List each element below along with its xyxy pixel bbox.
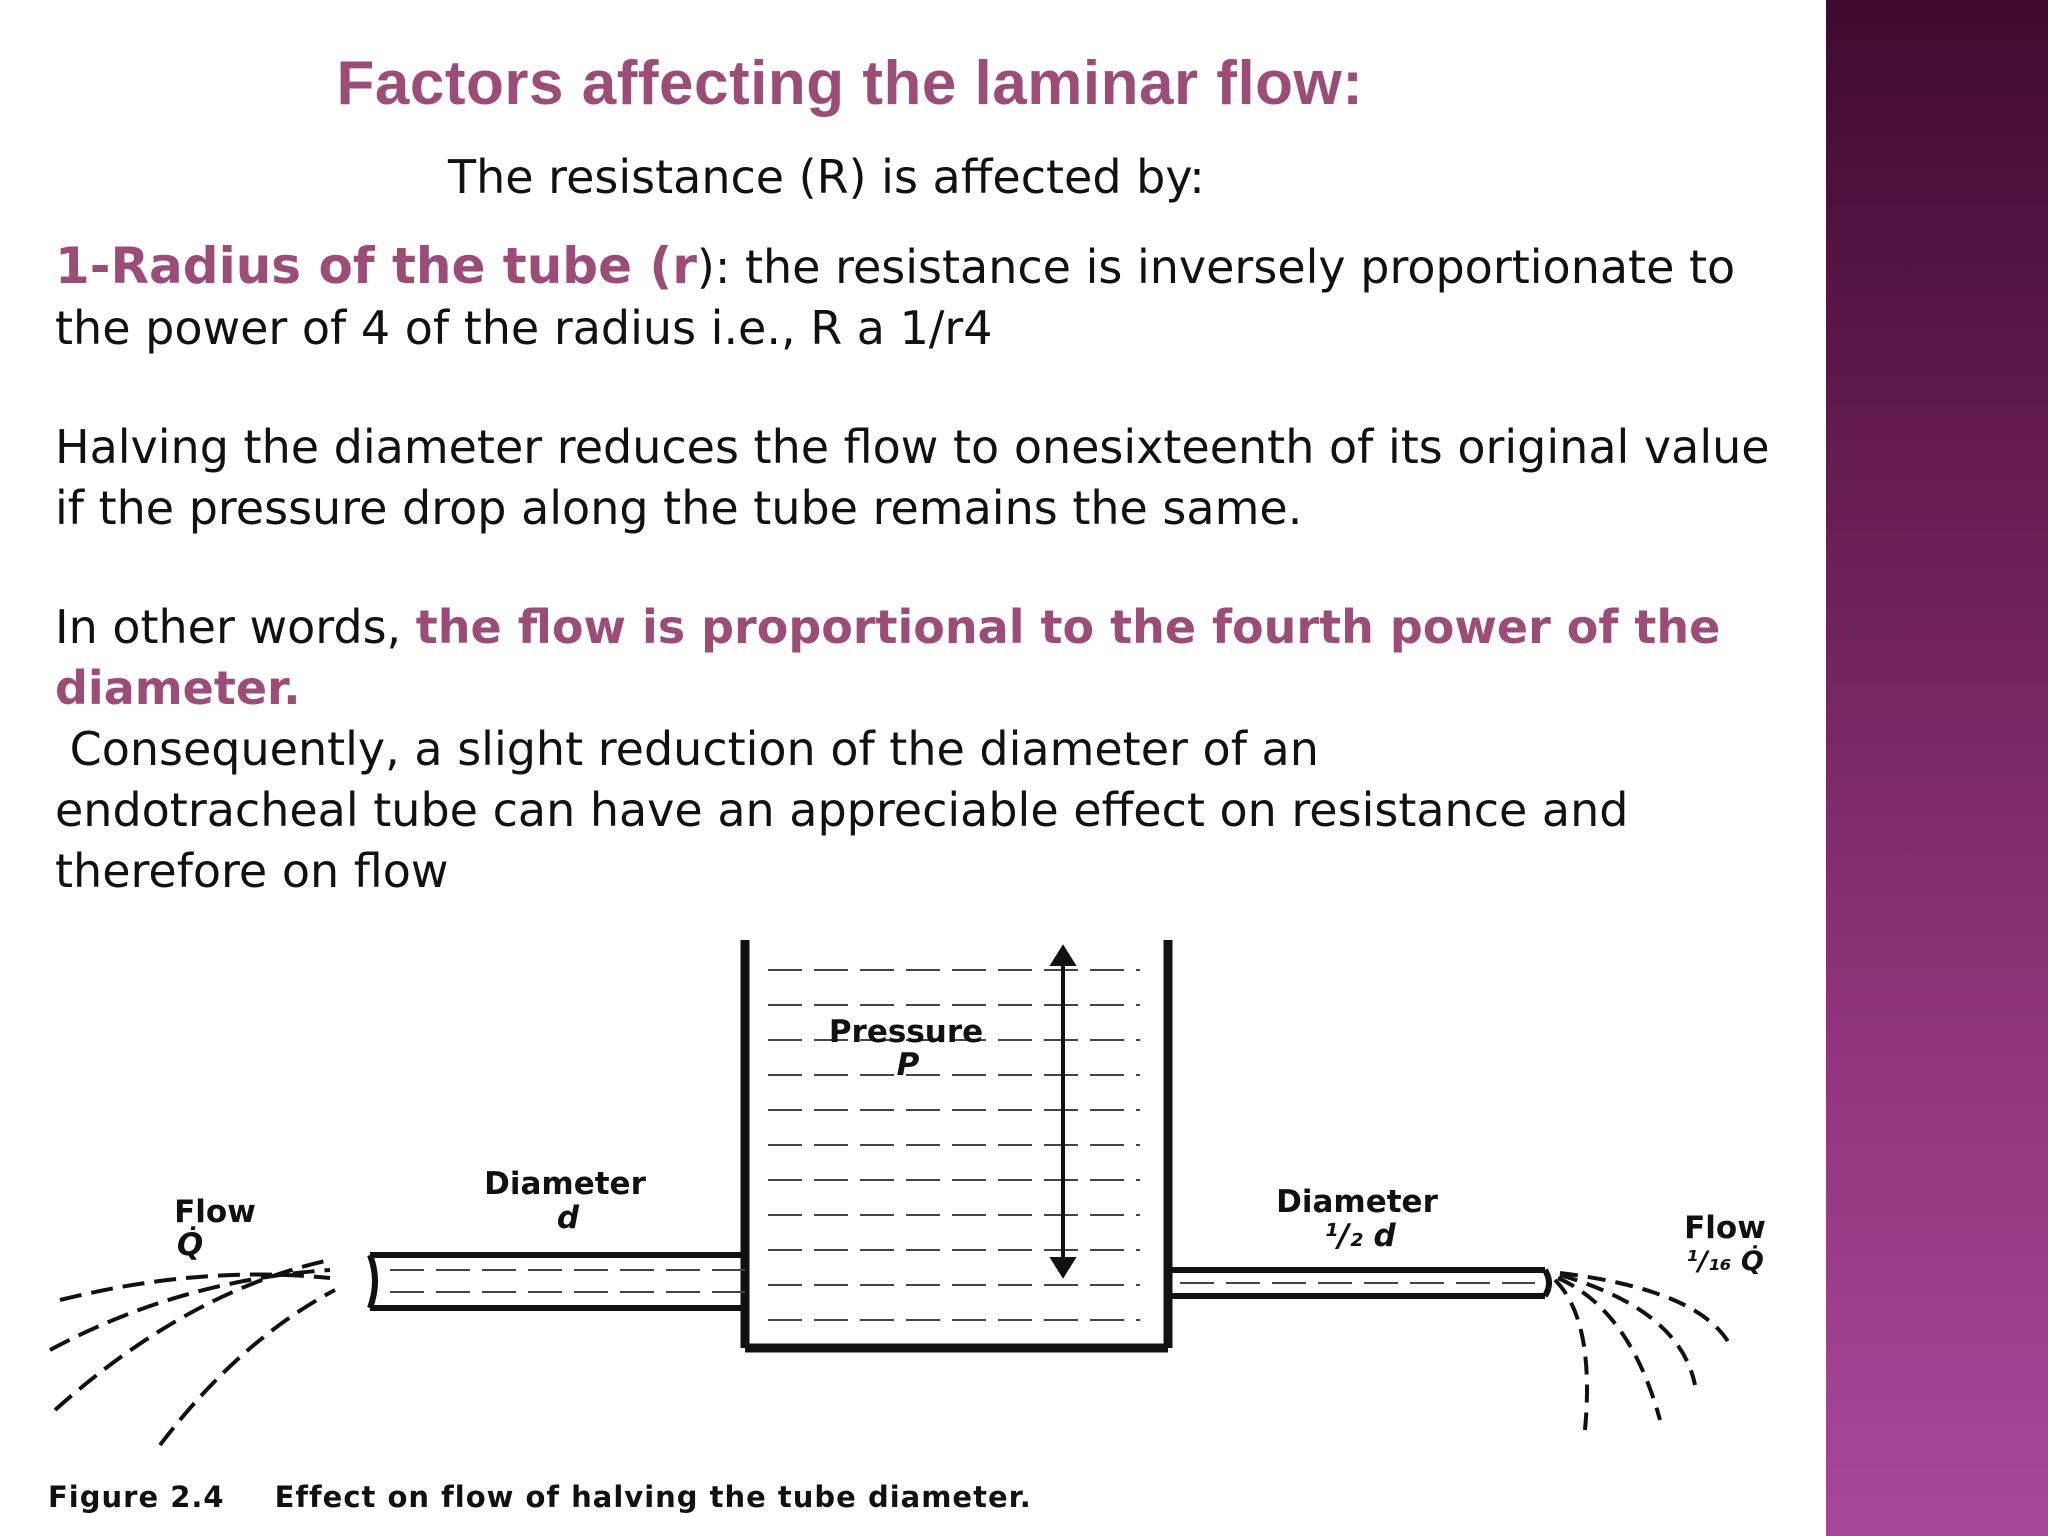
- figure-number: Figure 2.4: [48, 1480, 225, 1514]
- slide-title: Factors affecting the laminar flow:: [336, 49, 1364, 118]
- point1-text: ): the resistance is inversely proportio…: [696, 240, 1736, 294]
- flow-out-label: Flow: [1684, 1210, 1766, 1246]
- inflow-streams: [49, 1258, 336, 1447]
- pressure-symbol: P: [897, 1047, 920, 1083]
- para3-lead: In other words,: [55, 600, 416, 654]
- para2-line1: Halving the diameter reduces the flow to…: [55, 420, 1770, 474]
- slide-body: 1-Radius of the tube (r): the resistance…: [55, 236, 1795, 902]
- para2-line2: if the pressure drop along the tube rema…: [55, 481, 1303, 535]
- figure-caption: Figure 2.4 Effect on flow of halving the …: [48, 1480, 1032, 1514]
- reservoir-container: [740, 940, 1173, 1353]
- decorative-sidebar-band: [1826, 0, 2048, 1536]
- para3-emphasis-line2: diameter.: [55, 661, 301, 715]
- outflow-streams: [1553, 1271, 1732, 1431]
- point1-line2: the power of 4 of the radius i.e., R a 1…: [55, 301, 993, 355]
- point1-heading: 1-Radius of the tube (r: [55, 237, 697, 295]
- pressure-arrow: [1049, 944, 1077, 1279]
- diameter-right-symbol: ¹/₂ d: [1324, 1218, 1396, 1254]
- fluid-lines: [390, 969, 1535, 1321]
- flow-out-symbol: ¹/₁₆ Q̇: [1686, 1245, 1764, 1277]
- slide-subtitle: The resistance (R) is affected by:: [448, 150, 1205, 204]
- pressure-label: Pressure: [829, 1014, 983, 1050]
- figure-caption-text: Effect on flow of halving the tube diame…: [274, 1480, 1032, 1514]
- para4-line1: Consequently, a slight reduction of the …: [55, 722, 1319, 776]
- narrow-tube: [1168, 1267, 1552, 1299]
- flow-in-label: Flow: [174, 1194, 256, 1230]
- point1-line1: 1-Radius of the tube (r): the resistance…: [55, 236, 1795, 298]
- diameter-left-symbol: d: [557, 1200, 580, 1236]
- wide-tube: [367, 1252, 745, 1311]
- para3-line1: In other words, the flow is proportional…: [55, 597, 1795, 658]
- para4-line3: therefore on flow: [55, 844, 449, 898]
- tube-flow-diagram: Flow Q̇ Diameter d Pressure P Diameter ¹…: [49, 940, 1766, 1447]
- diameter-left-label: Diameter: [484, 1166, 646, 1202]
- flow-in-symbol: Q̇: [177, 1227, 203, 1263]
- para3-emphasis: the flow is proportional to the fourth p…: [415, 600, 1721, 654]
- para4-line2: endotracheal tube can have an appreciabl…: [55, 783, 1629, 837]
- diameter-right-label: Diameter: [1276, 1184, 1438, 1220]
